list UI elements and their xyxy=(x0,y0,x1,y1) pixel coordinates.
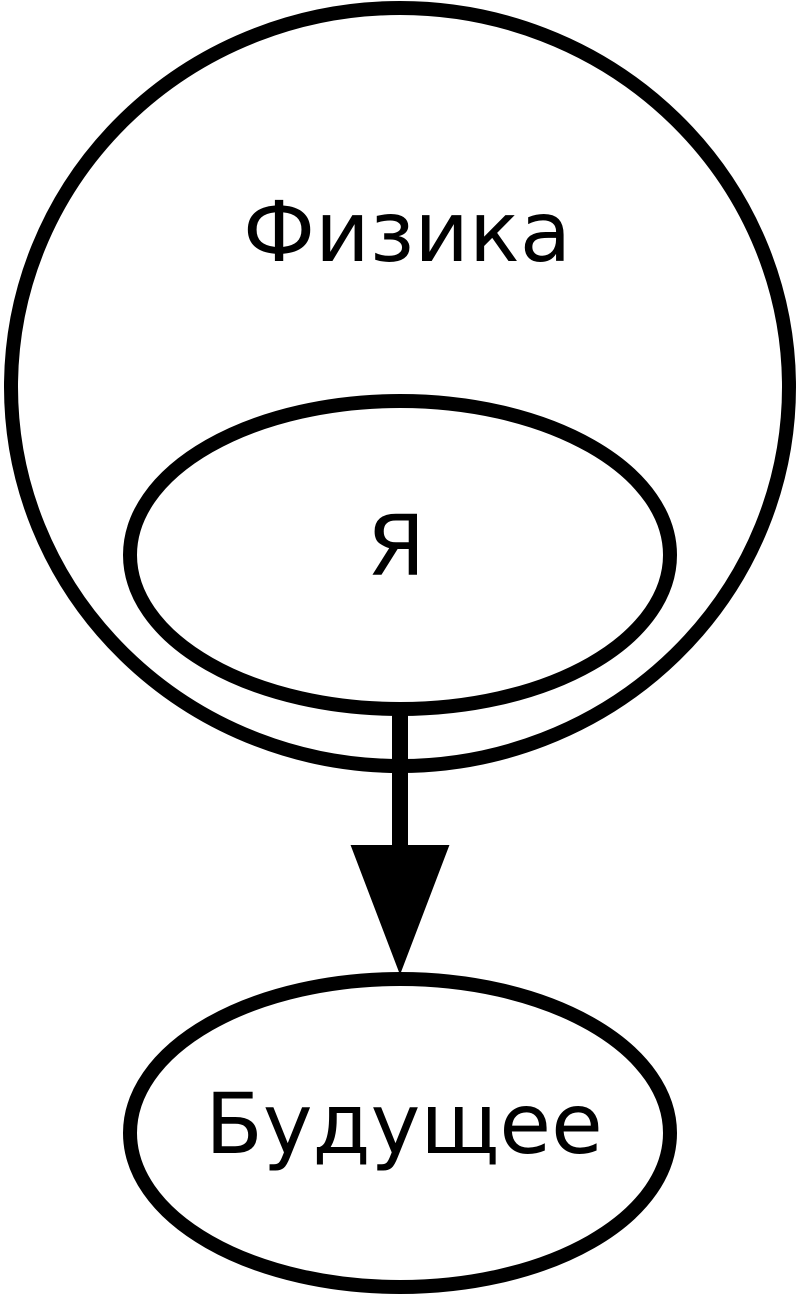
edge-self-to-future-arrowhead xyxy=(350,845,450,975)
node-future: Будущее xyxy=(123,972,677,1294)
node-physics-label: Физика xyxy=(243,183,571,281)
edge-self-to-future xyxy=(350,709,450,975)
node-self: Я xyxy=(123,394,677,716)
node-future-shape xyxy=(123,972,677,1294)
node-future-label: Будущее xyxy=(205,1075,603,1173)
node-self-label: Я xyxy=(367,497,425,595)
